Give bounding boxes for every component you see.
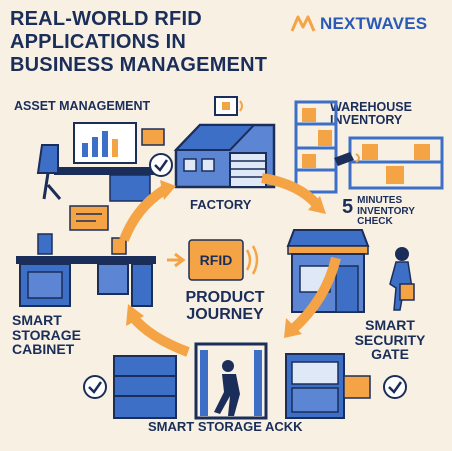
- arrow-store-to-gate-icon: [288, 256, 341, 334]
- warehouse-illustration: [294, 100, 444, 194]
- rfid-tag-icon: [188, 239, 259, 281]
- product-journey-label: PRODUCT JOURNEY: [185, 289, 265, 323]
- smart-storage-rack-label: SMART STORAGE ACKK: [148, 419, 303, 434]
- five-number: 5: [342, 196, 354, 218]
- factory-illustration: [173, 96, 276, 189]
- arrow-rack-to-cabinet-icon: [128, 312, 190, 357]
- arrow-cabinet-to-factory-icon: [119, 185, 167, 242]
- smart-storage-cabinet-label: SMART STORAGE CABINET: [12, 312, 81, 358]
- inventory-check-text: MINUTES INVENTORY CHECK: [357, 195, 415, 227]
- inventory-check-label: 5 MINUTES INVENTORY CHECK: [342, 195, 442, 228]
- arrow-factory-to-warehouse-icon: [261, 173, 322, 210]
- nextwaves-logo-icon: [290, 15, 316, 32]
- rfid-tag-text: RFID: [199, 252, 233, 268]
- arrow-right-icon: [167, 252, 186, 268]
- asset-management-label: ASSET MANAGEMENT: [14, 99, 151, 113]
- smart-storage-cabinet-illustration: [16, 205, 156, 307]
- smart-storage-rack-illustration: [113, 342, 371, 420]
- brand: NEXTWAVES: [290, 14, 427, 34]
- smart-security-gate-label: SMART SECURITY GATE: [354, 317, 426, 363]
- smart-store-illustration: [286, 229, 415, 313]
- page-title: REAL-WORLD RFID APPLICATIONS IN BUSINESS…: [10, 8, 268, 76]
- check-circle-icon: [383, 375, 407, 399]
- factory-label: FACTORY: [190, 197, 252, 212]
- brand-name: NEXTWAVES: [320, 14, 428, 33]
- warehouse-inventory-label: WAREHOUSE INVENTORY: [330, 100, 412, 128]
- asset-management-illustration: [36, 122, 173, 202]
- check-circle-icon: [83, 375, 107, 399]
